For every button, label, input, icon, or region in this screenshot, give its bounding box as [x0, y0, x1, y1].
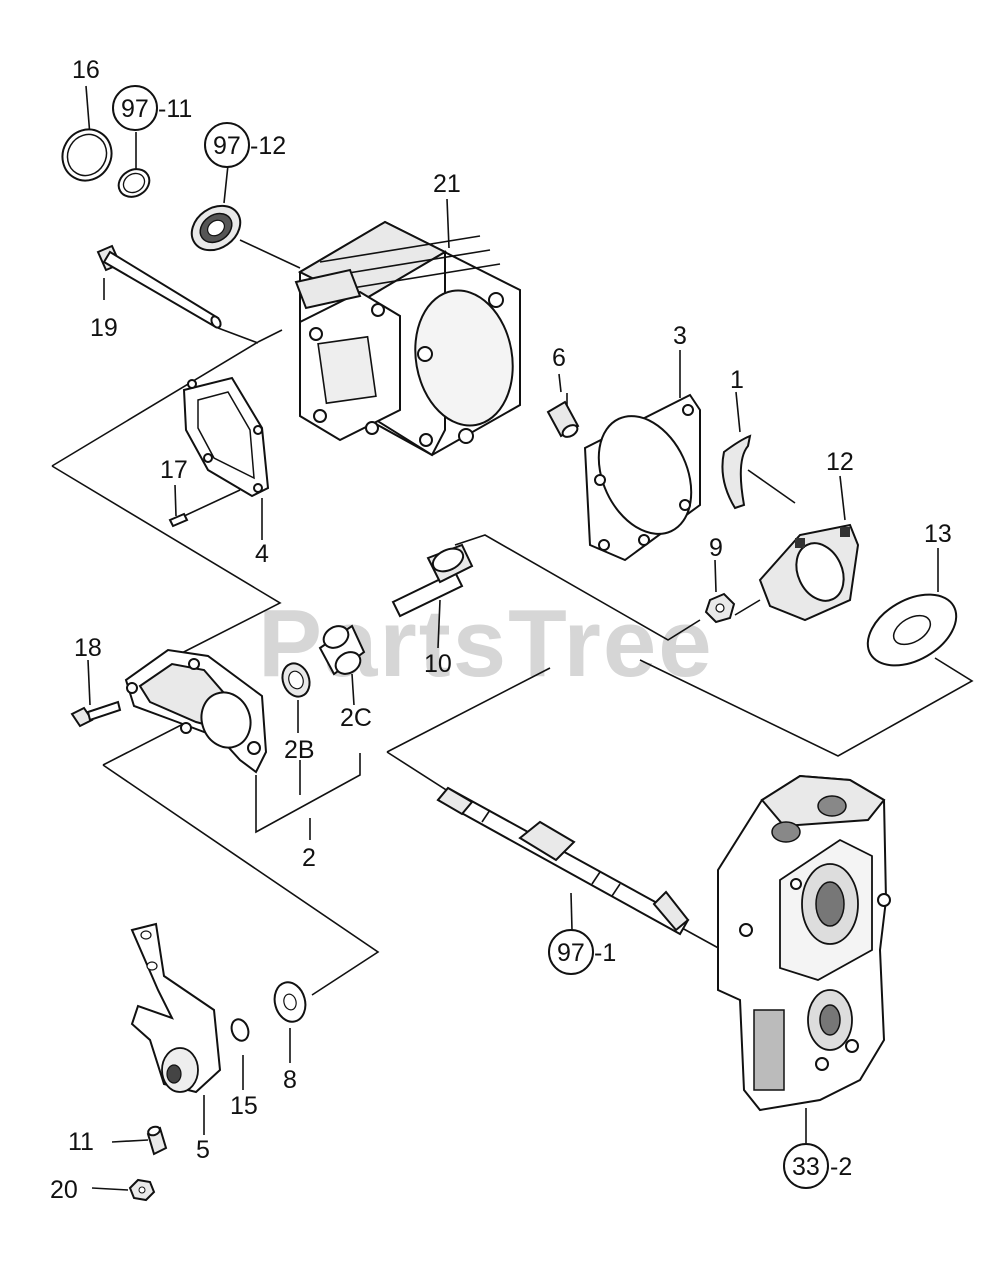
part-97-11-o-ring — [117, 168, 151, 198]
label-17: 17 — [160, 456, 188, 484]
part-2c-bushing — [318, 624, 366, 676]
label-3: 3 — [673, 322, 687, 350]
part-9-nut — [704, 592, 736, 624]
part-labels: 16 97 -11 97 -12 21 19 6 3 1 12 13 17 4 … — [50, 56, 952, 1204]
part-12-swash-plate — [758, 523, 860, 622]
part-2-cover — [124, 648, 268, 774]
label-2: 2 — [302, 844, 316, 872]
label-6: 6 — [552, 344, 566, 372]
part-33-2-center-section — [717, 774, 891, 1112]
label-33-2-suffix: -2 — [830, 1153, 852, 1181]
part-15-clip — [230, 1018, 250, 1042]
part-21-housing — [294, 220, 521, 457]
label-13: 13 — [924, 520, 952, 548]
label-2b: 2B — [284, 736, 315, 764]
part-2b-seal — [281, 662, 311, 698]
part-4-gasket — [182, 376, 270, 498]
label-97-1-ring: 97 — [557, 939, 585, 967]
label-8: 8 — [283, 1066, 297, 1094]
part-97-12-bearing — [190, 204, 242, 252]
part-1-key — [721, 434, 752, 510]
label-1: 1 — [730, 366, 744, 394]
label-20: 20 — [50, 1176, 78, 1204]
label-5: 5 — [196, 1136, 210, 1164]
label-97-12-suffix: -12 — [250, 132, 286, 160]
label-15: 15 — [230, 1092, 258, 1120]
part-19-bolt — [96, 244, 222, 329]
label-97-12-ring: 97 — [213, 132, 241, 160]
part-10-shaft — [391, 543, 474, 618]
label-12: 12 — [826, 448, 854, 476]
label-9: 9 — [709, 534, 723, 562]
part-20-nut — [128, 1178, 156, 1202]
part-5-control-arm — [130, 922, 222, 1094]
label-2c: 2C — [340, 704, 372, 732]
part-17-pin — [168, 512, 189, 528]
label-4: 4 — [255, 540, 269, 568]
part-97-1-shaft — [436, 786, 690, 936]
callout-rings — [112, 85, 829, 1189]
label-16: 16 — [72, 56, 100, 84]
part-8-washer — [273, 981, 307, 1023]
label-10: 10 — [424, 650, 452, 678]
part-16-snap-ring — [61, 128, 113, 182]
label-18: 18 — [74, 634, 102, 662]
label-19: 19 — [90, 314, 118, 342]
part-3-gasket — [583, 393, 701, 562]
part-6-pin — [546, 400, 580, 438]
label-97-11-suffix: -11 — [158, 95, 192, 123]
label-21: 21 — [433, 170, 461, 198]
label-97-1-suffix: -1 — [594, 939, 616, 967]
part-18-bolt — [70, 700, 122, 728]
label-33-2-ring: 33 — [792, 1153, 820, 1181]
part-13-thrust-washer — [866, 593, 958, 667]
leader-lines — [85, 85, 939, 1143]
part-11-pin — [146, 1125, 168, 1156]
label-97-11-ring: 97 — [121, 95, 149, 123]
label-11: 11 — [68, 1128, 94, 1156]
